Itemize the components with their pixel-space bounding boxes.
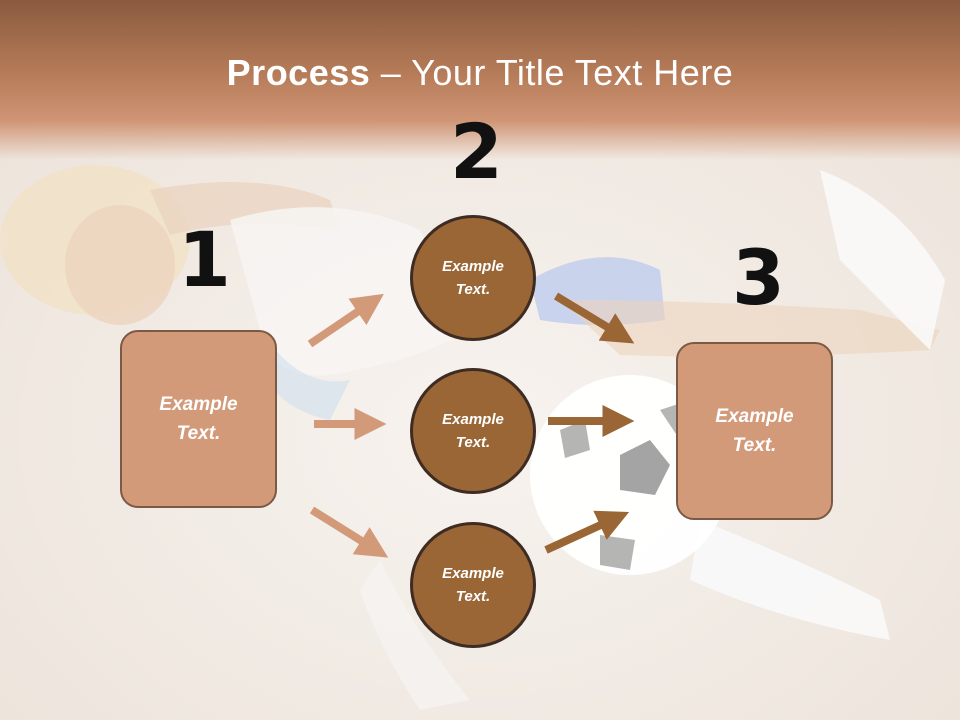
circle-bottom-line1: Example [442, 565, 504, 582]
start-box: Example Text. [120, 330, 277, 508]
circle-bottom-line2: Text. [455, 588, 491, 605]
start-box-line2: Text. [176, 423, 221, 444]
step-number-3: 3 [732, 233, 785, 322]
circle-middle: Example Text. [410, 368, 536, 494]
step-number-1: 1 [178, 215, 231, 304]
end-box: Example Text. [676, 342, 833, 520]
title-bold: Process [226, 52, 371, 93]
slide-title: Process – Your Title Text Here [0, 52, 960, 94]
end-box-line2: Text. [732, 435, 777, 456]
title-rest: – Your Title Text Here [370, 52, 734, 93]
circle-middle-line2: Text. [455, 434, 491, 451]
circle-middle-line1: Example [442, 411, 504, 428]
circle-bottom: Example Text. [410, 522, 536, 648]
step-number-2: 2 [450, 107, 503, 196]
circle-top: Example Text. [410, 215, 536, 341]
circle-top-line2: Text. [455, 281, 491, 298]
title-band [0, 0, 960, 160]
start-box-line1: Example [159, 394, 238, 415]
end-box-line1: Example [715, 406, 794, 427]
circle-top-line1: Example [442, 258, 504, 275]
